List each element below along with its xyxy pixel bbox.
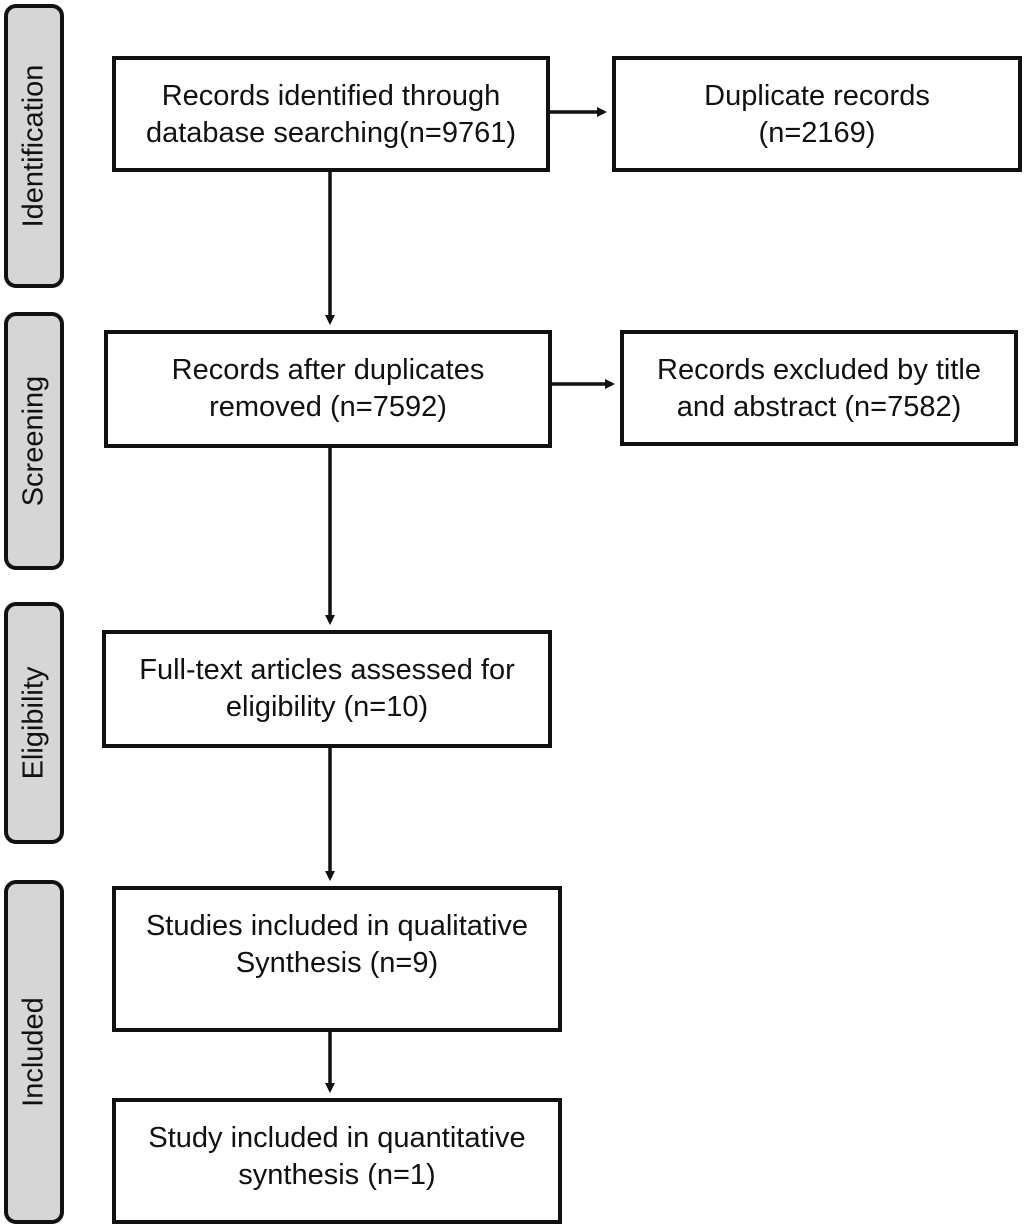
box-records-identified-line-2: database searching(n=9761) — [145, 117, 517, 149]
box-duplicate-records-line-1: Duplicate records — [704, 80, 930, 112]
box-records-identified: Records identified through database sear… — [112, 56, 550, 172]
box-full-text: Full-text articles assessed for eligibil… — [102, 630, 552, 748]
box-qualitative-line-2: Synthesis (n=9) — [235, 947, 439, 979]
box-quantitative: Study included in quantitative synthesis… — [112, 1098, 562, 1224]
box-duplicate-records-line-2: (n=2169) — [758, 117, 876, 149]
box-after-duplicates-line-1: Records after duplicates — [171, 354, 485, 386]
phase-eligibility: Eligibility — [4, 602, 64, 844]
box-quantitative-line-2: synthesis (n=1) — [238, 1159, 436, 1191]
box-qualitative-line-1: Studies included in qualitative — [145, 910, 529, 942]
box-excluded-line-1: Records excluded by title — [657, 354, 981, 386]
box-full-text-line-1: Full-text articles assessed for — [139, 654, 515, 686]
box-full-text-line-2: eligibility (n=10) — [225, 691, 429, 723]
box-records-identified-line-1: Records identified through — [161, 80, 501, 112]
phase-identification: Identification — [4, 4, 64, 288]
phase-included: Included — [4, 880, 64, 1224]
phase-screening: Screening — [4, 312, 64, 570]
box-after-duplicates: Records after duplicates removed (n=7592… — [104, 330, 552, 448]
box-excluded-title-abstract: Records excluded by title and abstract (… — [620, 330, 1018, 446]
box-excluded-line-2: and abstract (n=7582) — [676, 391, 962, 423]
box-quantitative-line-1: Study included in quantitative — [148, 1122, 526, 1154]
box-qualitative: Studies included in qualitative Synthesi… — [112, 886, 562, 1032]
box-after-duplicates-line-2: removed (n=7592) — [209, 391, 447, 423]
box-duplicate-records: Duplicate records (n=2169) — [612, 56, 1022, 172]
